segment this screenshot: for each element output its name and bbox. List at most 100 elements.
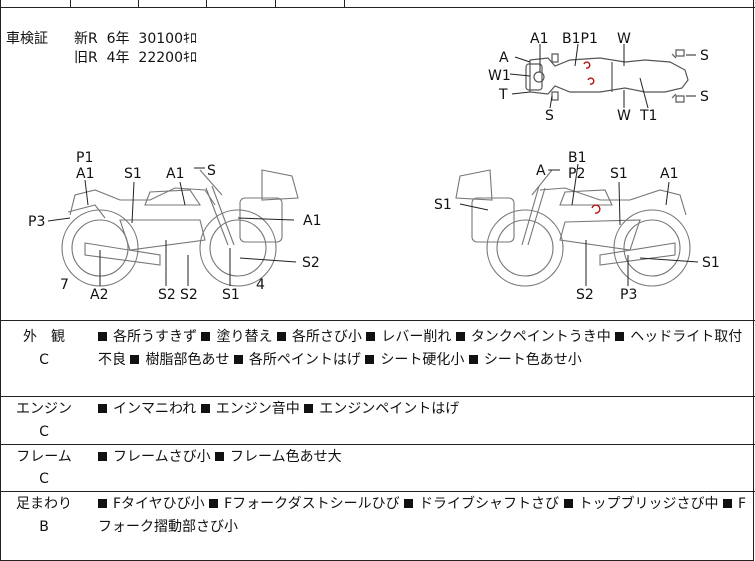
label-s1: S1: [610, 166, 628, 182]
section-name: 外 観: [23, 329, 65, 345]
list-item: レバー削れ: [366, 329, 455, 345]
header-divider: [206, 0, 207, 8]
bullet-icon: [615, 332, 625, 341]
bullet-icon: [98, 452, 107, 461]
list-item: シート硬化小: [365, 352, 468, 368]
label-w: W: [617, 108, 631, 124]
label-s2: S2: [180, 287, 198, 303]
header-divider: [344, 0, 345, 8]
right-view-labels: B1 A P2 S1 A1 S1 S2 P3 S1: [434, 150, 720, 303]
header-divider: [138, 0, 139, 8]
right-view-leaders: [459, 163, 699, 286]
header-divider: [275, 0, 276, 8]
label-s: S: [700, 48, 709, 64]
label-a1: A1: [166, 166, 184, 182]
label-a2: A2: [90, 287, 108, 303]
label-b1: B1: [568, 150, 587, 166]
label-s1: S1: [222, 287, 240, 303]
label-s1: S1: [124, 166, 142, 182]
bullet-icon: [722, 499, 732, 508]
section-name: フレーム: [16, 449, 72, 465]
label-p3: P3: [620, 287, 637, 303]
bullet-icon: [563, 499, 573, 508]
section-name: 足まわり: [16, 496, 72, 512]
label-w: W: [617, 31, 631, 47]
bullet-icon: [304, 404, 314, 413]
label-s: S: [207, 163, 216, 179]
label-t1: T1: [639, 108, 657, 124]
list-item: ヘッドライト取付不良: [98, 329, 743, 368]
list-item: フレームさび小: [98, 449, 215, 465]
label-s2: S2: [158, 287, 176, 303]
label-p1: P1: [76, 150, 93, 166]
top-view-labels: A1 B1P1 W A W1 T S S S W T1: [488, 31, 709, 124]
bullet-icon: [98, 332, 107, 341]
shaken-label: 車検証: [6, 31, 48, 47]
section-frame: フレーム C フレームさび小 フレーム色あせ大: [0, 446, 755, 490]
left-view-labels: P1 A1 S1 A1 S P3 A1 7 A2 S2 S2 S1 4 S2: [28, 150, 321, 303]
list-item: トップブリッジさび中: [563, 496, 723, 512]
section-items: フレームさび小 フレーム色あせ大: [98, 446, 748, 469]
bullet-icon: [276, 332, 286, 341]
left-view-bike: [61, 169, 299, 287]
bullet-icon: [455, 332, 465, 341]
list-item: エンジン音中: [200, 401, 304, 417]
label-s2: S2: [302, 255, 320, 271]
label-a: A: [499, 50, 509, 66]
list-item: 塗り替え: [201, 329, 276, 345]
label-a: A: [536, 163, 546, 179]
header-divider: [70, 0, 71, 8]
bullet-icon: [98, 404, 107, 413]
bullet-icon: [404, 499, 414, 508]
list-item: 各所うすきず: [98, 329, 201, 345]
bullet-icon: [215, 452, 225, 461]
list-item: Fフォーク摺動部さび小: [98, 496, 747, 535]
bullet-icon: [366, 332, 376, 341]
section-divider: [0, 396, 755, 397]
list-item: タンクペイントうき中: [455, 329, 615, 345]
section-grade: C: [39, 471, 49, 487]
list-item: シート色あせ小: [468, 352, 582, 368]
label-a1: A1: [76, 166, 94, 182]
list-item: 樹脂部色あせ: [130, 352, 233, 368]
label-b1p1: B1P1: [562, 31, 598, 47]
list-item: ドライブシャフトさび: [404, 496, 563, 512]
section-divider: [0, 491, 755, 492]
section-exterior: 外 観 C 各所うすきず 塗り替え 各所さび小 レバー削れ タンクペイントうき中…: [0, 324, 755, 394]
right-view-bike: [455, 169, 691, 287]
diagram-bottom-line: [0, 320, 755, 321]
header-bottom-line: [0, 7, 755, 8]
right-view-damage-mark: [591, 204, 601, 214]
bullet-icon: [365, 355, 375, 364]
list-item: 各所さび小: [276, 329, 366, 345]
top-view-bike: [525, 49, 689, 103]
label-a1: A1: [660, 166, 678, 182]
label-s1: S1: [434, 197, 452, 213]
bullet-icon: [233, 355, 243, 364]
section-suspension: 足まわり B Fタイヤひび小 Fフォークダストシールひび ドライブシャフトさび …: [0, 493, 755, 559]
label-p3: P3: [28, 214, 45, 230]
bullet-icon: [468, 355, 478, 364]
bullet-icon: [200, 404, 210, 413]
label-w1: W1: [488, 68, 511, 84]
section-divider: [0, 444, 755, 445]
shaken-row-new: 新R 6年 30100ｷﾛ: [74, 31, 197, 47]
section-grade: C: [39, 424, 49, 440]
left-view-leaders: [47, 167, 297, 286]
bullet-icon: [98, 499, 107, 508]
list-item: Fフォークダストシールひび: [209, 496, 404, 512]
section-engine: エンジン C インマニわれ エンジン音中 エンジンペイントはげ: [0, 398, 755, 444]
list-item: Fタイヤひび小: [98, 496, 209, 512]
label-t: T: [498, 87, 508, 103]
section-name: エンジン: [16, 401, 72, 417]
bullet-icon: [209, 499, 219, 508]
label-p2: P2: [568, 166, 585, 182]
section-items: Fタイヤひび小 Fフォークダストシールひび ドライブシャフトさび トップブリッジ…: [98, 493, 748, 539]
list-item: エンジンペイントはげ: [304, 401, 459, 417]
section-items: インマニわれ エンジン音中 エンジンペイントはげ: [98, 398, 748, 421]
label-s2: S2: [576, 287, 594, 303]
list-item: 各所ペイントはげ: [233, 352, 365, 368]
label-7: 7: [60, 277, 69, 293]
label-a1: A1: [530, 31, 548, 47]
